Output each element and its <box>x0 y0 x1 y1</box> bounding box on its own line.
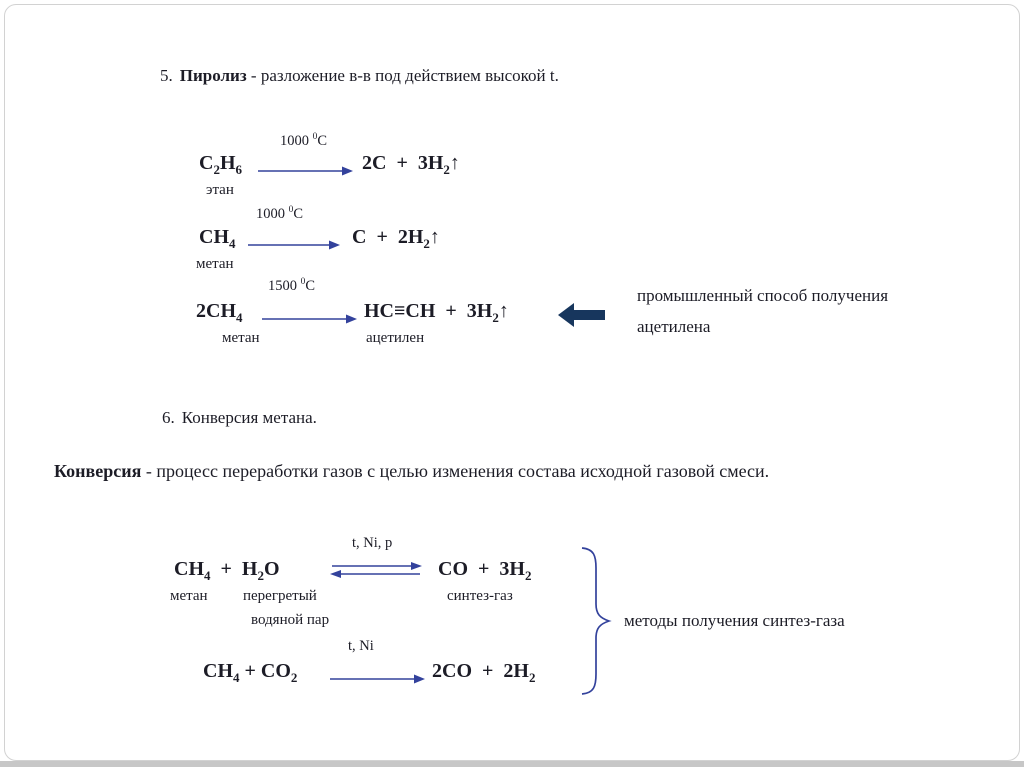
arrow-head <box>346 314 357 324</box>
products-formula: CO + 3H2 <box>438 558 532 583</box>
conversion-definition-text: - процесс переработки газов с целью изме… <box>141 461 770 481</box>
reaction-arrow-icon <box>262 314 357 324</box>
conversion-title: Конверсия метана. <box>181 408 317 427</box>
reaction-condition: 1000 0C <box>256 205 303 222</box>
equilibrium-arrow-icon <box>330 562 422 578</box>
brace-path <box>581 547 612 695</box>
reaction-condition: t, Ni <box>348 638 374 654</box>
brace-icon <box>581 547 612 695</box>
reactant-label: метан <box>222 330 260 346</box>
reactant1-label: метан <box>170 588 208 604</box>
product-label: синтез-газ <box>447 588 513 604</box>
products-formula: 2C + 3H2↑ <box>362 152 460 177</box>
products-formula: HC≡CH + 3H2↑ <box>364 300 509 325</box>
conversion-definition: Конверсия - процесс переработки газов с … <box>54 461 769 482</box>
products-formula: C + 2H2↑ <box>352 226 440 251</box>
product-label: ацетилен <box>366 330 425 346</box>
reaction-condition: 1500 0C <box>268 277 315 294</box>
reverse-arrow-head <box>330 570 341 578</box>
reaction-arrow-icon <box>330 674 425 684</box>
reactant-formula: 2CH4 <box>196 300 243 325</box>
reactant-label: метан <box>196 256 234 272</box>
reactants-formula: CH4 + H2O <box>174 558 280 583</box>
reactant2-label-line1: перегретый <box>243 588 317 604</box>
slide-bottom-edge <box>0 761 1024 767</box>
block-arrow-shape <box>558 303 605 327</box>
arrow-head <box>342 166 353 176</box>
conversion-number: 6. <box>162 408 175 427</box>
conversion-heading: 6. Конверсия метана. <box>162 408 317 428</box>
reactant-label: этан <box>206 182 234 198</box>
industrial-method-note: промышленный способ получения ацетилена <box>637 286 889 336</box>
block-left-arrow-icon <box>558 303 605 327</box>
products-formula: 2CO + 2H2 <box>432 660 536 685</box>
conversion-term: Конверсия <box>54 461 142 481</box>
pyrolysis-heading: 5. Пиролиз - разложение в-в под действием… <box>160 66 559 86</box>
forward-arrow-head <box>411 562 422 570</box>
reactants-formula: CH4 + CO2 <box>203 660 298 685</box>
reaction-condition: 1000 0C <box>280 132 327 149</box>
reaction-condition: t, Ni, p <box>352 535 393 551</box>
reactant-formula: C2H6 <box>199 152 243 177</box>
reactant-formula: CH4 <box>199 226 236 251</box>
pyrolysis-number: 5. <box>160 66 173 85</box>
arrow-head <box>414 674 425 684</box>
arrow-head <box>329 240 340 250</box>
pyrolysis-definition: - разложение в-в под действием высокой t… <box>246 66 559 85</box>
slide-frame <box>4 4 1020 761</box>
reactant2-label-line2: водяной пар <box>251 612 330 628</box>
reaction-arrow-icon <box>258 166 353 176</box>
reaction-arrow-icon <box>248 240 340 250</box>
pyrolysis-term: Пиролиз <box>179 66 247 85</box>
syngas-methods-note: методы получения синтез-газа <box>624 611 845 630</box>
